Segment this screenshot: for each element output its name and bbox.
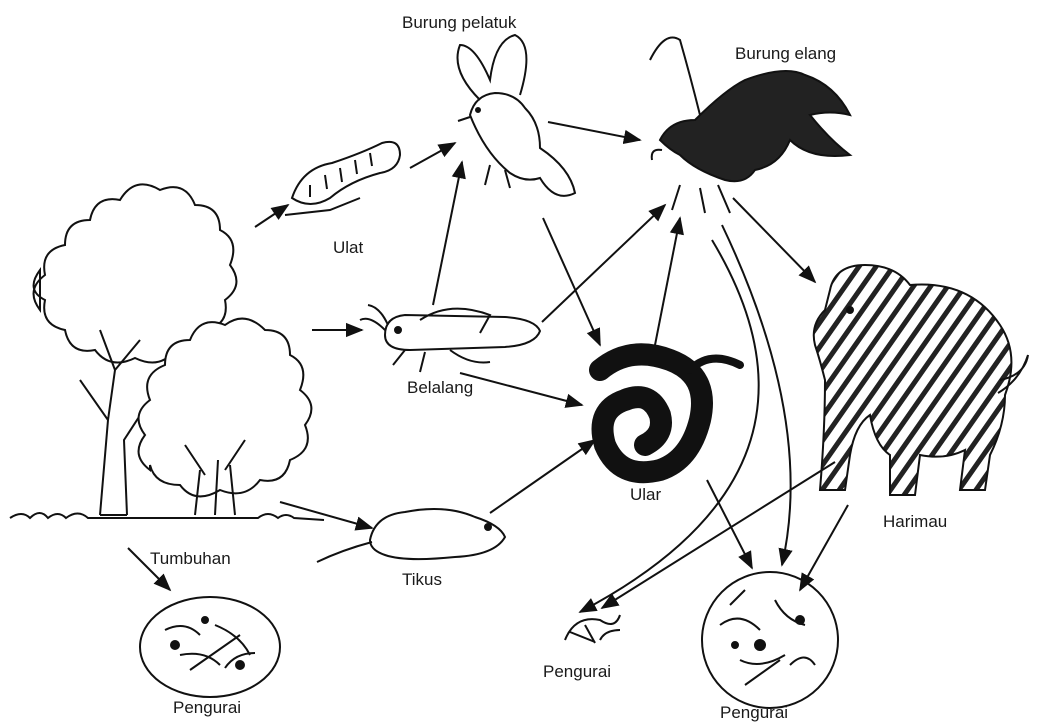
arrow-ulat-to-burung-pelatuk bbox=[410, 143, 455, 168]
decomposer-circle-left bbox=[140, 597, 280, 697]
label-burung-pelatuk: Burung pelatuk bbox=[402, 13, 516, 33]
arrow-harimau-to-pengurai-right bbox=[800, 505, 848, 590]
grasshopper-illustration bbox=[360, 305, 540, 372]
label-tumbuhan: Tumbuhan bbox=[150, 549, 231, 569]
arrow-burung-pelatuk-to-ular bbox=[543, 218, 600, 345]
label-pengurai-right: Pengurai bbox=[720, 703, 788, 723]
woodpecker-illustration bbox=[458, 35, 576, 196]
arrow-ular-to-burung-elang bbox=[655, 218, 680, 345]
arrow-burung-elang-to-harimau bbox=[733, 198, 815, 282]
decomposer-circle-right bbox=[702, 572, 838, 708]
label-harimau: Harimau bbox=[883, 512, 947, 532]
label-ulat: Ulat bbox=[333, 238, 363, 258]
arrow-tumbuhan-to-tikus bbox=[280, 502, 372, 528]
rat-illustration bbox=[317, 509, 505, 562]
arrow-belalang-to-burung-pelatuk bbox=[433, 162, 462, 305]
arrow-belalang-to-ular bbox=[460, 373, 582, 405]
label-ular: Ular bbox=[630, 485, 661, 505]
decomposer-middle bbox=[565, 615, 620, 643]
snake-illustration bbox=[600, 354, 740, 472]
arrow-burung-pelatuk-to-burung-elang bbox=[548, 122, 640, 140]
tree-illustration bbox=[10, 184, 324, 520]
label-belalang: Belalang bbox=[407, 378, 473, 398]
label-tikus: Tikus bbox=[402, 570, 442, 590]
arrow-tumbuhan-to-ulat bbox=[255, 205, 288, 227]
arrow-belalang-to-burung-elang bbox=[542, 205, 665, 322]
label-pengurai-middle: Pengurai bbox=[543, 662, 611, 682]
label-burung-elang: Burung elang bbox=[735, 44, 836, 64]
label-pengurai-left: Pengurai bbox=[173, 698, 241, 718]
caterpillar-illustration bbox=[285, 142, 400, 215]
arrow-tikus-to-ular bbox=[490, 440, 595, 513]
tiger-illustration bbox=[814, 265, 1028, 495]
arrow-ular-to-pengurai bbox=[707, 480, 752, 568]
